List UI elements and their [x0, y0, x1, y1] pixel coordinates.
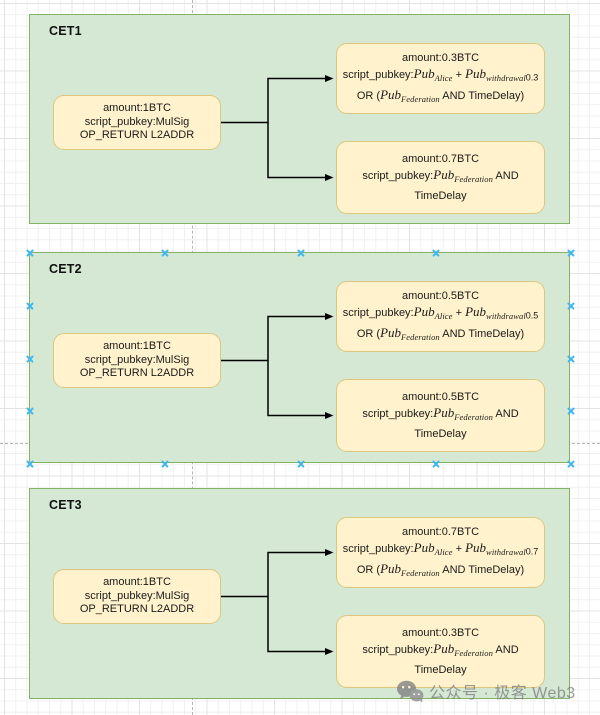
- node-text-line: script_pubkey:PubFederation AND: [362, 405, 519, 423]
- node-text-line: amount:0.3BTC: [401, 626, 480, 639]
- connection-point-marker[interactable]: [567, 355, 576, 364]
- node-text-line: TimeDelay: [414, 663, 467, 676]
- cet3-input-node[interactable]: amount:1BTC script_pubkey:MulSig OP_RETU…: [53, 569, 221, 624]
- node-text-line: amount:0.5BTC: [401, 390, 480, 403]
- cet2-group[interactable]: CET2 amount:1BTC script_pubkey:MulSig OP…: [29, 252, 570, 463]
- node-text-line: amount:0.7BTC: [401, 525, 480, 538]
- node-text-line: OR (PubFederation AND TimeDelay): [356, 324, 525, 342]
- cet3-output-node-bottom[interactable]: amount:0.3BTC script_pubkey:PubFederation…: [336, 615, 545, 688]
- node-text-line: amount:1BTC: [103, 102, 171, 115]
- node-text-line: OR (PubFederation AND TimeDelay): [356, 86, 525, 104]
- node-text-line: OP_RETURN L2ADDR: [79, 129, 195, 142]
- cet1-connector[interactable]: [30, 15, 571, 225]
- node-text-line: script_pubkey:MulSig: [84, 353, 190, 366]
- connection-point-marker[interactable]: [567, 460, 576, 469]
- node-text-line: OP_RETURN L2ADDR: [79, 603, 195, 616]
- node-text-line: TimeDelay: [414, 189, 467, 202]
- node-text-line: script_pubkey:PubAlice + Pubwithdrawal0.…: [342, 66, 539, 84]
- node-text-line: amount:0.5BTC: [401, 289, 480, 302]
- connection-point-marker[interactable]: [26, 249, 35, 258]
- cet2-connector[interactable]: [30, 253, 571, 464]
- connection-point-marker[interactable]: [26, 302, 35, 311]
- node-text-line: script_pubkey:PubAlice + Pubwithdrawal0.…: [342, 540, 539, 558]
- cet2-input-node[interactable]: amount:1BTC script_pubkey:MulSig OP_RETU…: [53, 333, 221, 388]
- node-text-line: OR (PubFederation AND TimeDelay): [356, 560, 525, 578]
- connection-point-marker[interactable]: [567, 302, 576, 311]
- cet3-connector[interactable]: [30, 489, 571, 700]
- node-text-line: amount:1BTC: [103, 576, 171, 589]
- cet1-input-node[interactable]: amount:1BTC script_pubkey:MulSig OP_RETU…: [53, 95, 221, 150]
- cet1-group-label: CET1: [49, 24, 82, 38]
- cet2-output-node-bottom[interactable]: amount:0.5BTC script_pubkey:PubFederation…: [336, 379, 545, 452]
- connection-point-marker[interactable]: [432, 249, 441, 258]
- node-text-line: amount:0.3BTC: [401, 51, 480, 64]
- node-text-line: script_pubkey:PubAlice + Pubwithdrawal0.…: [342, 304, 539, 322]
- connection-point-marker[interactable]: [161, 460, 170, 469]
- node-text-line: amount:0.7BTC: [401, 152, 480, 165]
- node-text-line: OP_RETURN L2ADDR: [79, 367, 195, 380]
- node-text-line: script_pubkey:PubFederation AND: [362, 167, 519, 185]
- cet3-group[interactable]: CET3 amount:1BTC script_pubkey:MulSig OP…: [29, 488, 570, 699]
- node-text-line: TimeDelay: [414, 427, 467, 440]
- cet2-output-node-top[interactable]: amount:0.5BTC script_pubkey:PubAlice + Pu…: [336, 281, 545, 352]
- cet3-output-node-top[interactable]: amount:0.7BTC script_pubkey:PubAlice + Pu…: [336, 517, 545, 588]
- connection-point-marker[interactable]: [297, 249, 306, 258]
- connection-point-marker[interactable]: [432, 460, 441, 469]
- connection-point-marker[interactable]: [567, 407, 576, 416]
- cet2-group-label: CET2: [49, 262, 82, 276]
- node-text-line: script_pubkey:PubFederation AND: [362, 641, 519, 659]
- cet3-group-label: CET3: [49, 498, 82, 512]
- node-text-line: script_pubkey:MulSig: [84, 115, 190, 128]
- connection-point-marker[interactable]: [161, 249, 170, 258]
- connection-point-marker[interactable]: [297, 460, 306, 469]
- node-text-line: amount:1BTC: [103, 340, 171, 353]
- connection-point-marker[interactable]: [26, 355, 35, 364]
- watermark-text: 公众号 · 极客 Web3: [429, 685, 576, 702]
- cet1-output-node-bottom[interactable]: amount:0.7BTC script_pubkey:PubFederation…: [336, 141, 545, 214]
- cet1-group[interactable]: CET1 amount:1BTC script_pubkey:MulSig OP…: [29, 14, 570, 224]
- connection-point-marker[interactable]: [26, 407, 35, 416]
- cet1-output-node-top[interactable]: amount:0.3BTC script_pubkey:PubAlice + Pu…: [336, 43, 545, 114]
- connection-point-marker[interactable]: [26, 460, 35, 469]
- connection-point-marker[interactable]: [567, 249, 576, 258]
- watermark: 公众号 · 极客 Web3: [396, 678, 576, 704]
- node-text-line: script_pubkey:MulSig: [84, 589, 190, 602]
- wechat-icon: [396, 680, 424, 703]
